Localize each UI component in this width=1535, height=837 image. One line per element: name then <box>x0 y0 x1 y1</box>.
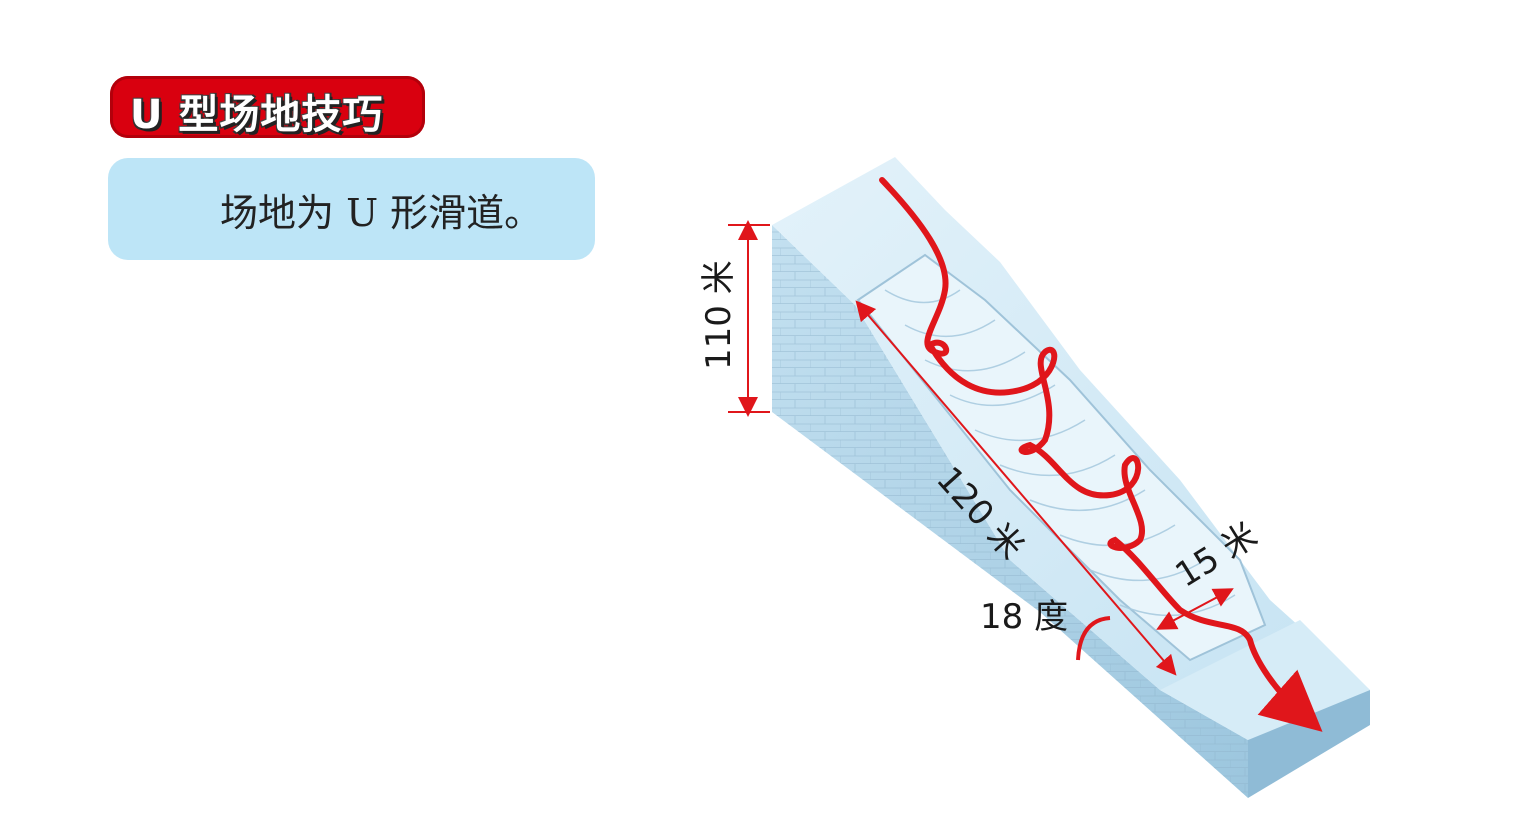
width-dimension <box>1156 588 1234 630</box>
description-box: 场地为 U 形滑道。 <box>108 158 595 260</box>
page-title: U 型场地技巧 <box>130 92 384 138</box>
length-dimension <box>855 300 1177 676</box>
description-text: 场地为 U 形滑道。 <box>220 191 543 235</box>
title-badge: U 型场地技巧 <box>110 76 425 138</box>
height-dimension <box>728 220 770 417</box>
landing-slab-front <box>1248 690 1370 798</box>
angle-label: 18 度 <box>980 597 1068 637</box>
angle-arc <box>1076 616 1111 661</box>
height-label: 110 米 <box>699 260 739 370</box>
